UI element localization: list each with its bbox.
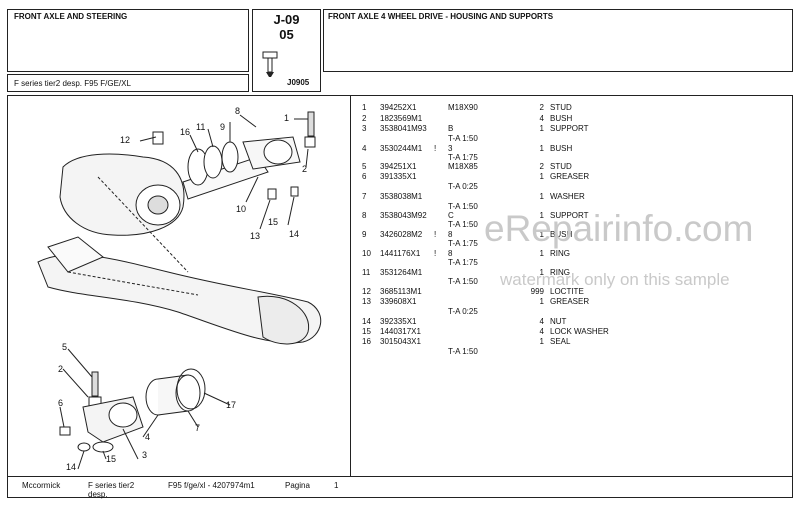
table-row: 11 3531264M1 1 RING (362, 268, 570, 277)
footer-brand: Mccormick (22, 481, 61, 490)
reference-sub: 05 (279, 27, 294, 42)
figure-code: J0905 (287, 78, 310, 87)
callout-16: 16 (180, 127, 191, 137)
table-row: 12 3685113M1 999 LOCTITE (362, 287, 584, 296)
callout-6: 6 (58, 398, 64, 408)
scale-note: T-A 1:75 (448, 258, 478, 267)
stud-upper (307, 111, 315, 137)
table-row: 2 1823569M1 4 BUSH (362, 114, 573, 123)
page-title-box (323, 9, 793, 72)
exploded-diagram (37, 111, 322, 470)
callout-17: 17 (226, 400, 237, 410)
callout-8: 8 (235, 106, 241, 116)
table-row: 16 3015043X1 1 SEAL (362, 337, 571, 346)
footer-page-number: 1 (334, 481, 339, 490)
table-row: 6 391335X1 1 GREASER (362, 172, 590, 181)
scale-note: T-A 1:75 (448, 153, 478, 162)
callout-7: 7 (195, 423, 201, 433)
footer-page-label: Pagina (285, 481, 310, 490)
stud-lower (91, 371, 99, 397)
reference-box (252, 9, 321, 92)
scale-note: T-A 1:50 (448, 347, 478, 356)
callout-12: 12 (120, 135, 131, 145)
callout-2: 2 (302, 164, 308, 174)
scale-note: T-A 1:50 (448, 220, 478, 229)
callout-14-lower: 14 (66, 462, 77, 472)
table-row: 9 3426028M2 ! 8 1 BUSH (362, 230, 573, 239)
footer-series: F series tier2 desp. (88, 481, 135, 499)
page-title: FRONT AXLE 4 WHEEL DRIVE - HOUSING AND S… (328, 12, 554, 21)
table-row: 10 1441176X1 ! 8 1 RING (362, 249, 570, 258)
callout-3: 3 (142, 450, 148, 460)
axle-body (37, 254, 322, 344)
footer-divider (7, 476, 793, 477)
footer-model: F95 f/ge/xl - 4207974m1 (168, 481, 255, 490)
section-title: FRONT AXLE AND STEERING (14, 12, 128, 21)
wrench-icon (262, 51, 278, 77)
table-row: 4 3530244M1 ! 3 1 BUSH (362, 144, 573, 153)
callout-14: 14 (289, 229, 300, 239)
table-row: 13 339608X1 1 GREASER (362, 297, 590, 306)
table-row: 8 3538043M92 C 1 SUPPORT (362, 211, 589, 220)
table-row: 15 1440317X1 4 LOCK WASHER (362, 327, 609, 336)
scale-note: T-A 1:50 (448, 134, 478, 143)
series-box (7, 74, 249, 92)
callout-10: 10 (236, 204, 247, 214)
greaser-lower (59, 426, 71, 436)
watermark-sub: watermark only on this sample (500, 270, 730, 289)
callout-15-lower: 15 (106, 454, 117, 464)
diagram-divider (350, 95, 351, 476)
table-row: 14 392335X1 4 NUT (362, 317, 567, 326)
scale-note: T-A 1:75 (448, 239, 478, 248)
callout-5: 5 (62, 342, 68, 352)
scale-note: T-A 1:50 (448, 277, 478, 286)
table-row: 7 3538038M1 1 WASHER (362, 192, 585, 201)
scale-note: T-A 1:50 (448, 202, 478, 211)
series-label: F series tier2 desp. F95 F/GE/XL (14, 79, 131, 88)
main-frame (7, 95, 793, 498)
reference-main: J-09 (273, 12, 300, 27)
table-row: 1 394252X1 M18X90 2 STUD (362, 103, 572, 112)
table-row: 3 3538041M93 B 1 SUPPORT (362, 124, 589, 133)
watermark-main: eRepairinfo.com (484, 208, 754, 249)
callout-1: 1 (284, 113, 290, 123)
greaser-upper (152, 131, 164, 145)
callout-4: 4 (145, 432, 151, 442)
callout-9: 9 (220, 122, 226, 132)
section-title-box (7, 9, 249, 72)
callout-13: 13 (250, 231, 261, 241)
callout-2-lower: 2 (58, 364, 64, 374)
callout-11: 11 (196, 122, 206, 132)
callout-15: 15 (268, 217, 279, 227)
table-row: 5 394251X1 M18X85 2 STUD (362, 162, 572, 171)
scale-note: T-A 0:25 (448, 182, 478, 191)
scale-note: T-A 0:25 (448, 307, 478, 316)
